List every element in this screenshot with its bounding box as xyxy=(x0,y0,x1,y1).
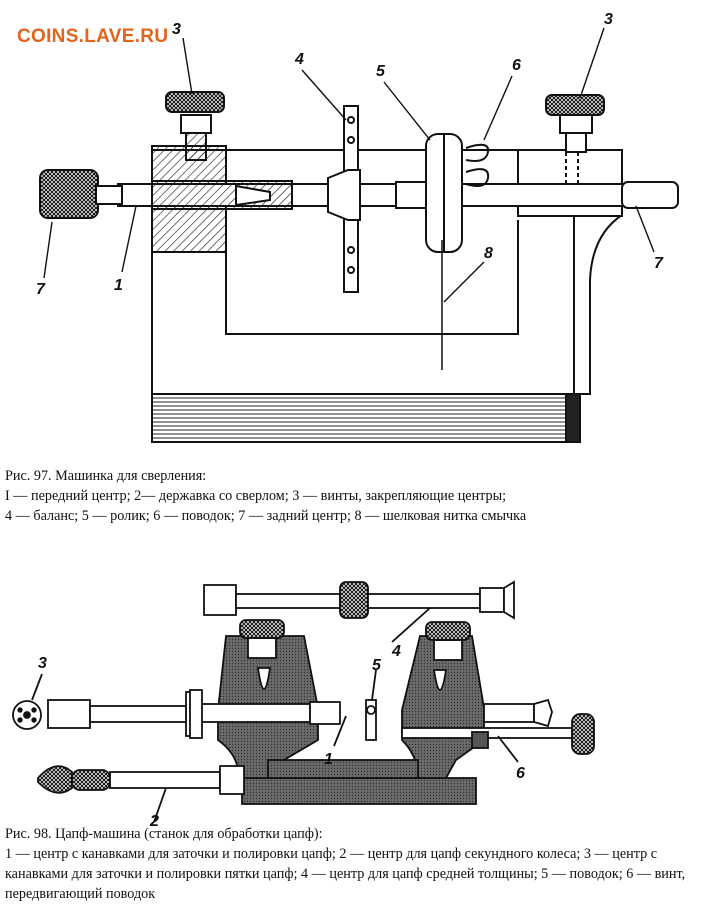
callout-97-balance: 4 xyxy=(294,51,304,68)
figure-97-drilling-machine: 3 4 5 6 3 7 1 8 7 xyxy=(36,11,679,443)
figure-98-caption-body: 1 — центр с канавками для заточки и поли… xyxy=(5,846,686,902)
callout-97-screw-left: 3 xyxy=(172,21,181,38)
callout-97-roller: 5 xyxy=(376,63,386,80)
figure-97-caption: Рис. 97. Машинка для сверления: I — пере… xyxy=(5,466,695,526)
callout-98-screw-6: 6 xyxy=(516,765,525,782)
callout-97-driver: 6 xyxy=(512,57,521,74)
callout-97-tail-center: 7 xyxy=(654,255,664,272)
figure-98-caption-title: Рис. 98. Цапф-машина (станок для обработ… xyxy=(5,826,323,842)
figure-97-caption-line-1: I — передний центр; 2— державка со сверл… xyxy=(5,488,507,504)
callout-97-screw-right: 3 xyxy=(604,11,613,28)
callout-97-silk-thread: 8 xyxy=(484,245,493,262)
figure-98-pivot-machine: 4 3 5 1 2 6 xyxy=(12,580,595,830)
callout-98-driver-5: 5 xyxy=(372,657,382,674)
figure-97-caption-line-2: 4 — баланс; 5 — ролик; 6 — поводок; 7 — … xyxy=(5,508,527,524)
callout-97-tail-center-left: 7 xyxy=(36,281,46,298)
callout-97-front-center: 1 xyxy=(114,277,123,294)
callout-98-centre-4: 4 xyxy=(391,643,401,660)
figure-97-caption-title: Рис. 97. Машинка для сверления: xyxy=(5,468,207,484)
callout-98-centre-3: 3 xyxy=(38,655,47,672)
callout-98-centre-2: 2 xyxy=(149,813,159,830)
figure-98-caption: Рис. 98. Цапф-машина (станок для обработ… xyxy=(5,824,695,904)
callout-98-centre-1: 1 xyxy=(324,751,333,768)
site-watermark: COINS.LAVE.RU xyxy=(17,26,169,47)
